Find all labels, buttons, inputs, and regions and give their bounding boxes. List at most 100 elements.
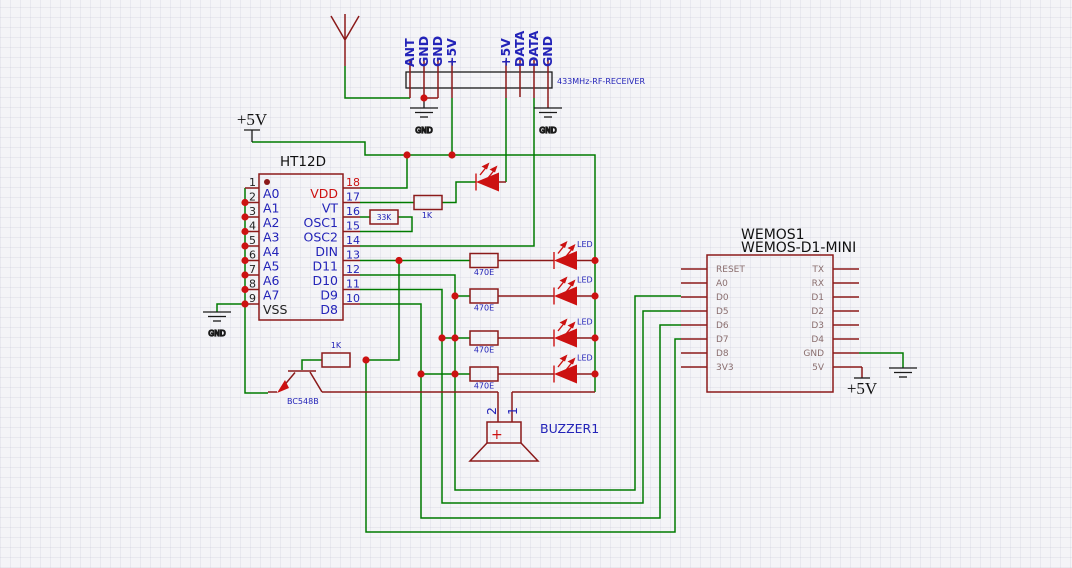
svg-text:12: 12 (346, 263, 360, 276)
svg-text:A2: A2 (263, 215, 280, 230)
buzzer-plus: + (491, 427, 503, 443)
led-4[interactable]: LED (498, 354, 595, 385)
resistor-470e-4[interactable]: 470E (469, 366, 499, 391)
led-1[interactable]: LED (498, 240, 595, 271)
ht12d-ic[interactable]: HT12D 1 2 3 4 5 6 7 8 9 A0 A1 A2 A3 A4 A… (245, 154, 360, 321)
svg-text:D10: D10 (312, 273, 338, 288)
ht12d-left-pin-numbers: 1 2 3 4 5 6 7 8 9 (249, 176, 256, 305)
svg-text:1: 1 (249, 176, 256, 189)
wemos-ref: WEMOS1 (741, 227, 805, 243)
vcc-symbol[interactable]: +5V (237, 110, 268, 142)
svg-text:5V: 5V (812, 363, 825, 373)
junction-dots (241, 94, 599, 378)
svg-text:17: 17 (346, 191, 360, 204)
gnd-label: GND (415, 126, 432, 135)
svg-text:OSC1: OSC1 (304, 215, 338, 230)
resistor-value: 470E (474, 304, 494, 313)
resistor-33k[interactable]: 33K (369, 209, 399, 225)
resistor-470e-1[interactable]: 470E (469, 252, 499, 278)
pin1-indicator (264, 179, 270, 185)
svg-text:A6: A6 (263, 273, 280, 288)
gnd-label: GND (208, 329, 225, 338)
receiver-pin-label: GND (430, 36, 445, 67)
svg-text:8: 8 (249, 278, 256, 291)
svg-text:3V3: 3V3 (716, 363, 734, 373)
wemos-module[interactable]: WEMOS1 WEMOS-D1-MINI RESET A0 D0 D5 D6 D… (681, 227, 863, 393)
receiver-pin-label: GND (416, 36, 431, 67)
resistor-value: 470E (474, 268, 494, 277)
resistor-470e-2[interactable]: 470E (469, 288, 499, 313)
buzzer-pin1: 1 (505, 407, 520, 415)
ground-symbol[interactable]: GND (409, 98, 439, 136)
svg-text:RESET: RESET (716, 265, 745, 275)
svg-text:7: 7 (249, 263, 256, 276)
svg-text:15: 15 (346, 220, 360, 233)
vcc-label: +5V (847, 379, 878, 398)
vcc-symbol[interactable]: +5V (847, 377, 878, 398)
svg-text:D0: D0 (716, 293, 729, 303)
svg-text:6: 6 (249, 249, 256, 262)
ground-symbol[interactable] (888, 367, 918, 378)
receiver-pin-label: GND (540, 36, 555, 67)
led-vt[interactable] (475, 161, 506, 193)
svg-text:D8: D8 (320, 302, 338, 317)
receiver-pin-label: +5V (498, 38, 513, 67)
wemos-left-pin-labels: RESET A0 D0 D5 D6 D7 D8 3V3 (716, 265, 745, 373)
resistor-470e-3[interactable]: 470E (469, 330, 499, 355)
svg-text:OSC2: OSC2 (304, 230, 338, 245)
led-3[interactable]: LED (498, 318, 595, 349)
antenna[interactable] (330, 14, 360, 66)
svg-text:VT: VT (322, 201, 339, 216)
svg-text:A4: A4 (263, 244, 280, 259)
svg-text:RX: RX (812, 279, 824, 289)
led-label: LED (577, 354, 593, 363)
svg-text:A1: A1 (263, 201, 280, 216)
resistor-value: 33K (377, 213, 393, 222)
buzzer-pin2: 2 (484, 407, 499, 415)
svg-text:4: 4 (249, 220, 256, 233)
ground-symbol[interactable]: GND (533, 107, 563, 136)
svg-text:3: 3 (249, 205, 256, 218)
svg-text:D3: D3 (811, 321, 824, 331)
svg-text:10: 10 (346, 292, 360, 305)
led-label: LED (577, 276, 593, 285)
gnd-label: GND (539, 126, 556, 135)
svg-text:D7: D7 (716, 335, 729, 345)
svg-text:D11: D11 (312, 259, 338, 274)
buzzer-title: BUZZER1 (540, 421, 599, 436)
svg-text:DIN: DIN (315, 244, 338, 259)
led-2[interactable]: LED (498, 276, 595, 307)
resistor-value: 1K (422, 211, 433, 220)
ht12d-left-pin-names: A0 A1 A2 A3 A4 A5 A6 A7 VSS (263, 186, 287, 317)
receiver-pin-label: ANT (402, 38, 417, 67)
svg-text:14: 14 (346, 234, 360, 247)
transistor-bc548b[interactable]: BC548B (268, 370, 323, 406)
receiver-pin-label: +5V (444, 38, 459, 67)
emitter-arrow (277, 380, 289, 393)
svg-text:TX: TX (811, 265, 824, 275)
svg-text:D4: D4 (811, 335, 824, 345)
svg-text:VDD: VDD (310, 186, 338, 201)
ht12d-right-pin-numbers: 18 17 16 15 14 13 12 11 10 (346, 176, 360, 305)
transistor-label: BC548B (287, 397, 319, 406)
svg-text:A3: A3 (263, 230, 280, 245)
svg-text:5: 5 (249, 234, 256, 247)
svg-text:D1: D1 (811, 293, 824, 303)
resistor-1k-base[interactable]: 1K (321, 341, 351, 368)
svg-text:VSS: VSS (263, 302, 287, 317)
svg-text:D6: D6 (716, 321, 729, 331)
svg-text:A0: A0 (263, 186, 280, 201)
resistor-1k-vt[interactable]: 1K (413, 194, 443, 221)
receiver-pin-label: DATA (512, 30, 527, 67)
buzzer-leads (322, 391, 595, 422)
buzzer[interactable]: + 2 1 BUZZER1 (468, 407, 599, 462)
receiver-pin-label: DATA (526, 30, 541, 67)
svg-text:A5: A5 (263, 259, 280, 274)
rf-receiver[interactable]: ANT GND GND +5V +5V DATA DATA GND 433MHz… (402, 30, 645, 108)
svg-text:2: 2 (249, 191, 256, 204)
led-label: LED (577, 240, 593, 249)
svg-text:GND: GND (803, 349, 824, 359)
ht12d-title: HT12D (280, 154, 326, 170)
ground-symbol[interactable]: GND (202, 311, 232, 339)
